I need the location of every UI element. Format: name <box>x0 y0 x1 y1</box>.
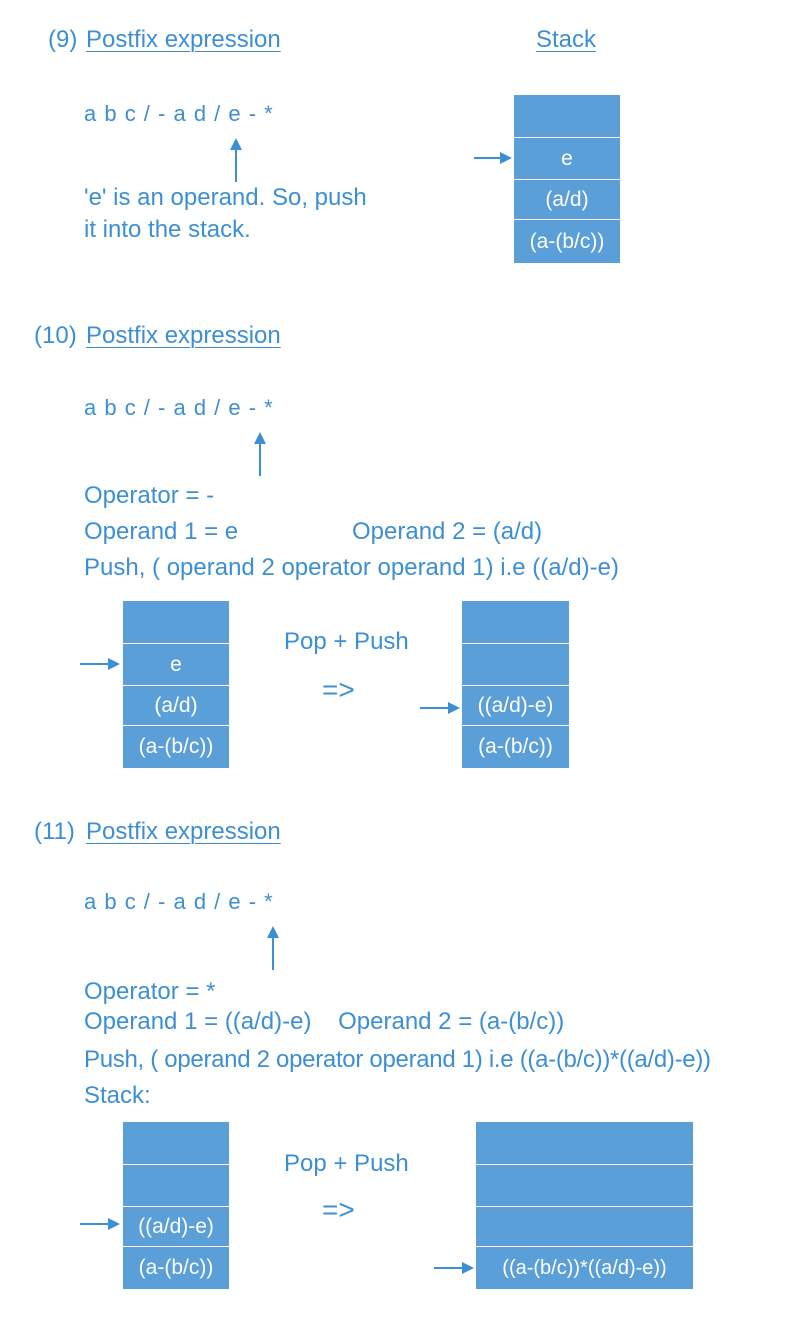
stack-cell: ((a/d)-e) <box>462 686 569 726</box>
implies-arrow: => <box>322 1194 355 1225</box>
up-arrow-icon <box>230 138 242 182</box>
section-heading: Postfix expression <box>86 322 281 349</box>
stack: e (a/d) (a-(b/c)) <box>514 95 620 263</box>
note-line-2: it into the stack. <box>84 216 251 243</box>
stack-before: ((a/d)-e) (a-(b/c)) <box>123 1122 229 1289</box>
operand-line: Operand 1 = ((a/d)-e) Operand 2 = (a-(b/… <box>84 1008 565 1035</box>
stack-cell: (a/d) <box>123 686 229 726</box>
stack-cell: (a-(b/c)) <box>138 735 214 758</box>
operator-line: Operator = * <box>84 978 216 1005</box>
stack-cell: (a-(b/c)) <box>138 1256 214 1279</box>
push-line: Push, ( operand 2 operator operand 1) i.… <box>84 554 619 581</box>
pop-push-label: Pop + Push <box>284 628 409 655</box>
postfix-expression: a b c / - a d / e - * <box>84 395 274 420</box>
right-arrow-icon <box>474 152 512 164</box>
stack-cell <box>476 1165 693 1207</box>
stack-cell: ((a/d)-e) <box>123 1207 229 1247</box>
right-arrow-icon <box>80 1218 120 1230</box>
up-arrow-icon <box>254 432 266 476</box>
step-number: (11) <box>34 818 75 845</box>
stack-cell <box>123 601 229 644</box>
postfix-expression: a b c / - a d / e - * <box>84 101 274 126</box>
operand-2-line: Operand 2 = (a/d) <box>352 518 543 545</box>
stack-before: e (a/d) (a-(b/c)) <box>123 601 229 768</box>
stack-cell <box>462 644 569 686</box>
right-arrow-icon <box>80 658 120 670</box>
section-heading: Postfix expression <box>86 818 281 845</box>
stack-heading: Stack <box>536 26 597 53</box>
stack-cell: (a-(b/c)) <box>529 229 605 253</box>
note-line-1: 'e' is an operand. So, push <box>84 184 367 211</box>
stack-cell: ((a-(b/c))*((a/d)-e)) <box>502 1256 667 1279</box>
stack-cell <box>462 601 569 644</box>
stack-cell: (a/d) <box>514 180 620 220</box>
stack-cell <box>476 1207 693 1247</box>
stack-after: ((a-(b/c))*((a/d)-e)) <box>476 1122 693 1289</box>
operator-line: Operator = - <box>84 482 215 509</box>
postfix-expression: a b c / - a d / e - * <box>84 889 274 914</box>
pop-push-label: Pop + Push <box>284 1150 409 1177</box>
stack-cell <box>123 1122 229 1165</box>
stack-cell: (a-(b/c)) <box>478 735 553 758</box>
right-arrow-icon <box>420 702 460 714</box>
stack-cell <box>476 1122 693 1165</box>
stack-after: ((a/d)-e) (a-(b/c)) <box>462 601 569 768</box>
push-line: Push, ( operand 2 operator operand 1) i.… <box>84 1046 711 1073</box>
operand-1-line: Operand 1 = e <box>84 518 239 545</box>
stack-cell: e <box>514 138 620 180</box>
step-number: (9) <box>48 26 78 53</box>
stack-cell: e <box>123 644 229 686</box>
step-number: (10) <box>34 322 77 349</box>
up-arrow-icon <box>267 926 279 970</box>
stack-label: Stack: <box>84 1082 151 1109</box>
stack-cell <box>123 1165 229 1207</box>
implies-arrow: => <box>322 674 355 705</box>
stack-cell <box>514 95 620 138</box>
section-heading: Postfix expression <box>86 26 281 53</box>
right-arrow-icon <box>434 1262 474 1274</box>
